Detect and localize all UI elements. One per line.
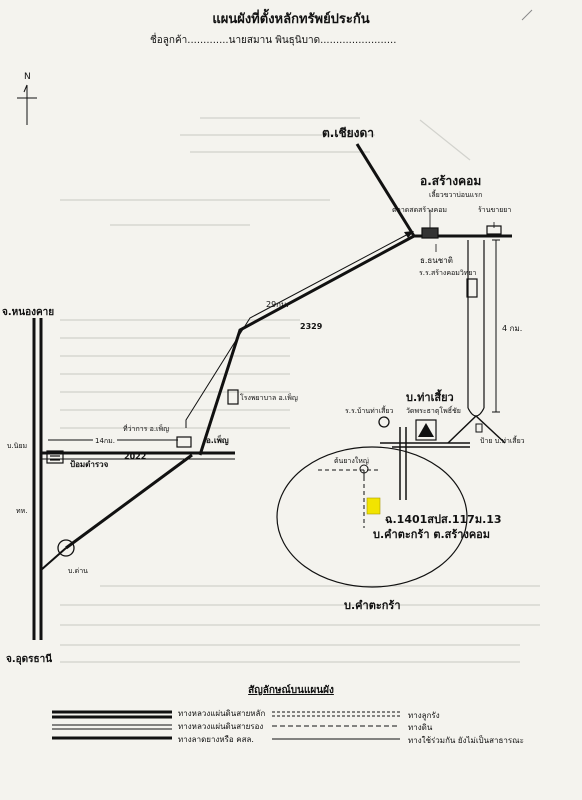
label-tho: ทห. (16, 507, 28, 515)
legend-title: สัญลักษณ์บนแผนผัง (248, 685, 334, 696)
label-bank: ธ.ธนชาติ (420, 256, 453, 265)
road-2329 (198, 234, 415, 456)
ban-dan-marker (57, 539, 75, 557)
label-district-office: ที่ว่าการ อ.เพ็ญ (123, 425, 170, 433)
page-fold-mark (521, 9, 533, 21)
customer-name: นายสมาน พินธุนิบาด (228, 35, 321, 46)
building-markers (46, 225, 502, 464)
label-road-2329: 2329 (300, 322, 323, 331)
dimension-4km (492, 239, 500, 413)
label-school-tha: ร.ร.บ้านท่าเสี้ยว (345, 407, 394, 415)
legend-main-highway: ทางหลวงแผ่นดินสายหลัก (178, 709, 266, 718)
label-leaders (429, 210, 495, 252)
label-seaw-turn: เลี้ยวขวาบ่อนแรก (429, 191, 483, 199)
legend-lines (52, 710, 400, 740)
label-plot-location: บ.คำตะกร้า ต.สร้างคอม (373, 528, 491, 541)
label-sang-khom: อ.สร้างคอม (420, 174, 482, 188)
label-bniam: บ.นิยม (7, 442, 28, 450)
road-bandan-down (40, 547, 67, 571)
label-road-2022: 2022 (124, 452, 147, 461)
north-label: N (24, 72, 31, 82)
label-plot: ฉ.1401สปส.117ม.13 (385, 513, 502, 526)
tree-icon (359, 464, 369, 478)
guide-29km (185, 231, 413, 428)
label-market: ตลาดสดสร้างคอม (392, 206, 448, 214)
label-sign: ป้าย บ.ท่าเสี้ยว (480, 437, 525, 445)
customer-line: ชื่อลูกค้า.............นายสมาน พินธุนิบา… (150, 35, 397, 46)
plot-marker (366, 497, 381, 515)
highway-nongkhai-udon (32, 318, 43, 640)
road-2022 (41, 451, 235, 460)
label-police: ป้อมตำรวจ (70, 460, 109, 469)
customer-label: ชื่อลูกค้า (150, 35, 188, 46)
dirt-roads (318, 469, 380, 528)
temple-box (415, 419, 437, 441)
map-title: แผนผังที่ตั้งหลักทรัพย์ประกัน (212, 12, 370, 27)
label-chiang-da: ต.เชียงดา (322, 126, 375, 140)
label-school-sang: ร.ร.สร้างคอมวิทยา (419, 269, 477, 277)
label-temple: วัดพระธาตุโพธิ์ชัย (406, 407, 461, 415)
label-ban-dan: บ.ด่าน (68, 567, 88, 575)
zoom-circle (276, 446, 468, 588)
road-to-thasiao (467, 240, 485, 417)
background-watermark (60, 117, 540, 663)
legend-dirt-road: ทางดิน (408, 723, 433, 732)
label-udon: จ.อุดรธานี (6, 654, 53, 665)
label-tha-siao: บ.ท่าเสี้ยว (406, 391, 454, 404)
legend-paved-road: ทางลาดยางหรือ คสล. (178, 735, 254, 744)
road-phen-bandan (65, 453, 193, 550)
legend-shared-road: ทางใช้ร่วมกัน ยังไม่เป็นสาธารณะ (408, 736, 524, 745)
road-chiangda (355, 143, 416, 237)
label-phen: อ.เพ็ญ (206, 436, 229, 445)
label-tree: ต้นยางใหญ่ (334, 457, 369, 465)
temple-icon (418, 423, 434, 437)
label-nong-khai: จ.หนองคาย (2, 307, 55, 318)
legend-secondary-highway: ทางหลวงแผ่นดินสายรอง (178, 722, 264, 731)
road-thasiao-local (380, 415, 506, 500)
label-4km: 4 กม. (502, 324, 523, 333)
legend-gravel-road: ทางลูกรัง (408, 711, 440, 720)
label-hospital: โรงพยาบาล อ.เพ็ญ (240, 394, 298, 402)
sign-thasiao-icon (475, 423, 483, 433)
label-kham-takra: บ.คำตะกร้า (344, 599, 401, 612)
school-thasiao-icon (378, 416, 390, 428)
north-arrow-icon (17, 84, 37, 125)
label-sale-shop: ร้านขายยา (478, 206, 512, 214)
label-14km: 14กม. (93, 436, 117, 447)
label-29km: 29กม. (266, 300, 289, 309)
guide-arrow-icon (404, 231, 414, 238)
